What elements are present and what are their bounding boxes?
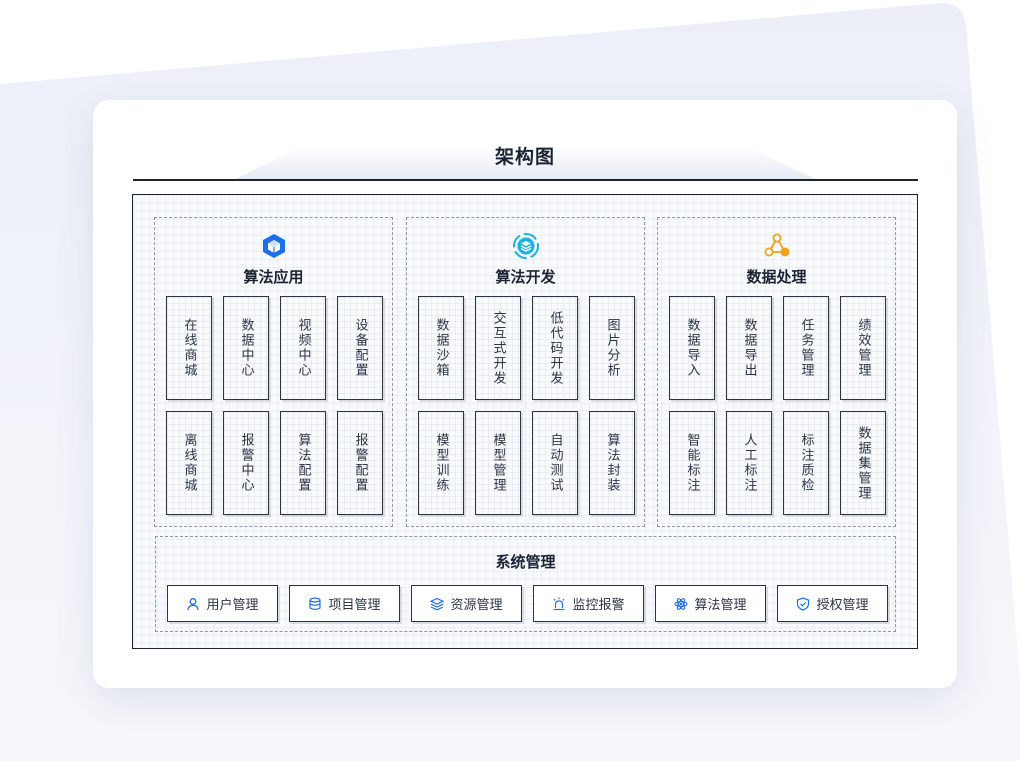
module-box[interactable]: 交互式开发 — [475, 296, 521, 400]
database-icon — [309, 597, 322, 610]
module-box[interactable]: 自动测试 — [532, 411, 578, 515]
module-box[interactable]: 在线商城 — [166, 296, 212, 400]
module-box[interactable]: 图片分析 — [589, 296, 635, 400]
resource-management-button[interactable]: 资源管理 — [411, 585, 522, 622]
layers-icon — [512, 233, 539, 259]
group-title: 数据处理 — [746, 268, 807, 286]
module-box[interactable]: 离线商城 — [166, 411, 212, 515]
module-box[interactable]: 任务管理 — [783, 296, 829, 400]
module-box[interactable]: 数据集管理 — [840, 411, 886, 515]
stack-icon — [430, 597, 445, 610]
nodes-icon — [764, 233, 789, 257]
group-algorithm-application: 算法应用 在线商城 数据中心 视频中心 设备配置 离线商城 报警中心 算法配置 … — [154, 217, 393, 527]
shield-icon — [797, 596, 810, 611]
title-glow — [233, 146, 817, 180]
module-box[interactable]: 低代码开发 — [532, 296, 578, 400]
group-algorithm-development: 算法开发 数据沙箱 交互式开发 低代码开发 图片分析 模型训练 模型管理 自动测… — [406, 217, 645, 527]
authorization-management-button[interactable]: 授权管理 — [777, 585, 888, 622]
module-box[interactable]: 模型训练 — [418, 411, 464, 515]
group-title: 算法开发 — [495, 268, 556, 286]
group-system-management: 系统管理 用户管理 项目管理 资源管理 监控报警 — [155, 536, 896, 632]
module-box[interactable]: 智能标注 — [669, 411, 715, 515]
module-box[interactable]: 绩效管理 — [840, 296, 886, 400]
module-box[interactable]: 模型管理 — [475, 411, 521, 515]
alarm-icon — [553, 597, 565, 610]
module-box[interactable]: 数据沙箱 — [418, 296, 464, 400]
user-icon — [187, 597, 200, 610]
module-box[interactable]: 数据导入 — [669, 296, 715, 400]
atom-icon — [674, 597, 689, 610]
module-box[interactable]: 标注质检 — [783, 411, 829, 515]
algorithm-management-button[interactable]: 算法管理 — [655, 585, 766, 622]
project-management-button[interactable]: 项目管理 — [289, 585, 400, 622]
module-box[interactable]: 数据导出 — [726, 296, 772, 400]
module-box[interactable]: 视频中心 — [280, 296, 326, 400]
diagram-card: 架构图 算法应用 在线商城 数据中心 视频中心 设备配置 离线商城 — [93, 100, 957, 688]
title-underline — [133, 179, 918, 181]
module-box[interactable]: 报警配置 — [337, 411, 383, 515]
module-box[interactable]: 设备配置 — [337, 296, 383, 400]
group-title: 系统管理 — [495, 553, 556, 571]
monitoring-alarm-button[interactable]: 监控报警 — [533, 585, 644, 622]
diagram-title: 架构图 — [494, 146, 555, 168]
group-data-processing: 数据处理 数据导入 数据导出 任务管理 绩效管理 智能标注 人工标注 标注质检 … — [657, 217, 896, 527]
module-box[interactable]: 算法配置 — [280, 411, 326, 515]
module-box[interactable]: 算法封装 — [589, 411, 635, 515]
user-management-button[interactable]: 用户管理 — [167, 585, 278, 622]
module-box[interactable]: 人工标注 — [726, 411, 772, 515]
module-box[interactable]: 数据中心 — [223, 296, 269, 400]
module-box[interactable]: 报警中心 — [223, 411, 269, 515]
architecture-frame: 算法应用 在线商城 数据中心 视频中心 设备配置 离线商城 报警中心 算法配置 … — [132, 194, 918, 649]
group-title: 算法应用 — [243, 268, 304, 286]
cube-icon — [262, 234, 285, 258]
